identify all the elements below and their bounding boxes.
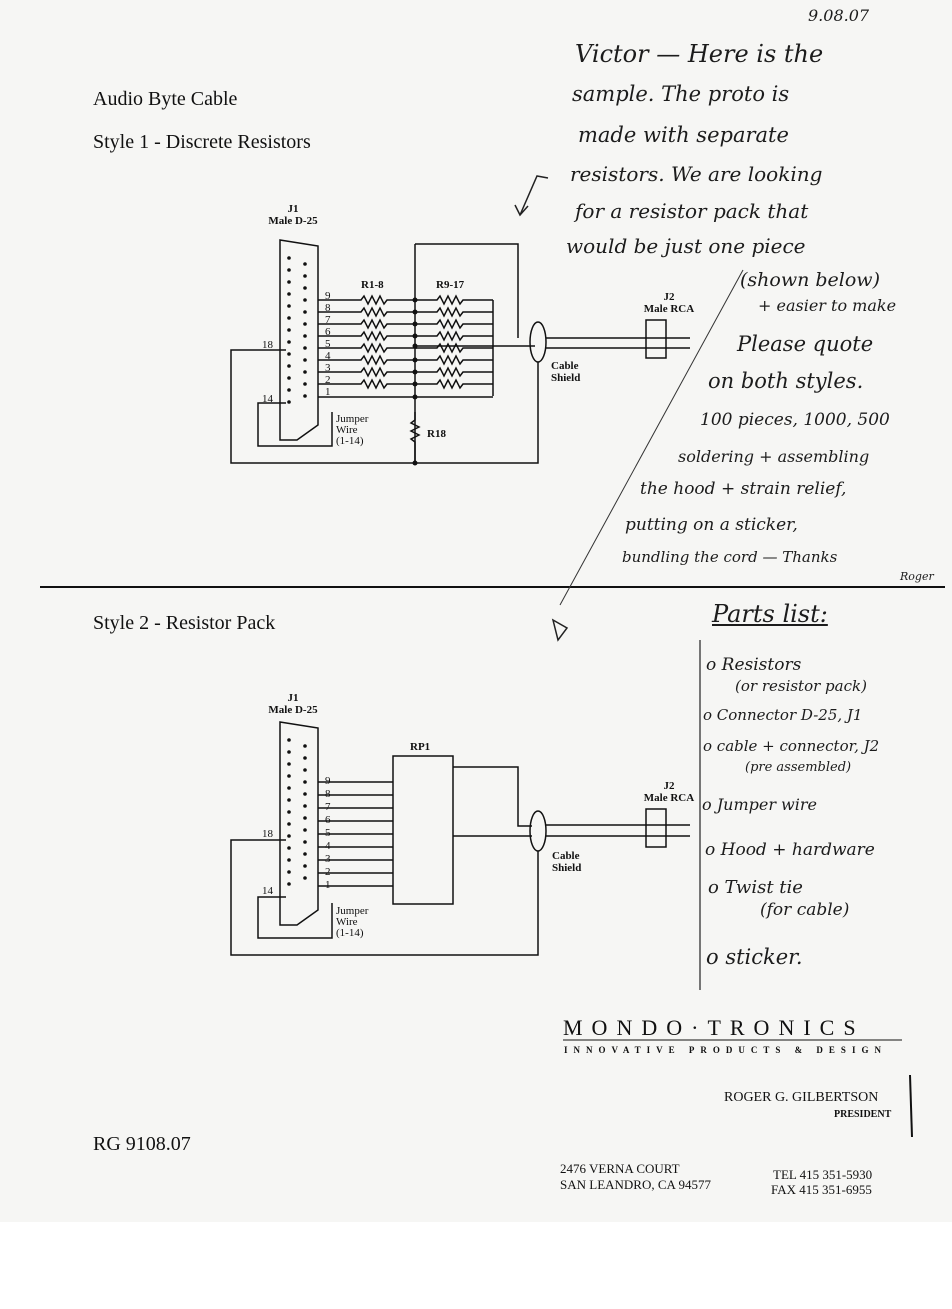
note-line: Please quote — [737, 332, 874, 356]
blank-margin — [0, 1222, 952, 1309]
rca-connector-2 — [645, 808, 667, 848]
resistor-bank-r9-17 — [415, 294, 493, 390]
parts-item: o Hood + hardware — [705, 840, 875, 860]
parts-list-title: Parts list: — [712, 600, 828, 628]
contact-name: ROGER G. GILBERTSON — [724, 1090, 879, 1105]
note-line: would be just one piece — [566, 234, 806, 258]
fax: FAX 415 351-6955 — [771, 1182, 872, 1197]
note-signature: Roger — [900, 570, 934, 583]
d25-connector-1 — [279, 239, 319, 441]
note-line: 100 pieces, 1000, 500 — [700, 410, 890, 430]
parts-item: (pre assembled) — [745, 760, 852, 775]
pin-14-label-2: 14 — [262, 885, 273, 897]
rca-connector-1 — [645, 319, 667, 359]
company-tagline: INNOVATIVE PRODUCTS & DESIGN — [564, 1045, 887, 1055]
note-line: made with separate — [578, 123, 789, 147]
parts-item: o Jumper wire — [702, 795, 817, 814]
note-line: (shown below) — [740, 269, 880, 291]
resistor-bank-r1-8 — [355, 294, 417, 390]
address-line-2: SAN LEANDRO, CA 94577 — [560, 1177, 711, 1192]
resistor-pack-rp1 — [392, 755, 454, 905]
note-line: Victor — Here is the — [575, 40, 824, 68]
parts-item: o Connector D-25, J1 — [703, 706, 863, 724]
parts-item: o cable + connector, J2 — [703, 737, 880, 755]
note-line: soldering + assembling — [678, 447, 870, 466]
document-page — [0, 0, 952, 1222]
d25-connector-2 — [279, 721, 319, 926]
address-line-1: 2476 VERNA COURT — [560, 1161, 680, 1176]
pin-14-label-1: 14 — [262, 393, 273, 405]
style1-heading: Style 1 - Discrete Resistors — [93, 131, 311, 153]
note-date: 9.08.07 — [808, 6, 870, 25]
doc-title: Audio Byte Cable — [93, 88, 238, 110]
phone: TEL 415 351-5930 — [773, 1167, 873, 1182]
company-logo: MONDO·TRONICS — [563, 1015, 865, 1040]
parts-item: o sticker. — [706, 945, 803, 969]
parts-item: o Resistors — [706, 655, 802, 675]
note-line: for a resistor pack that — [575, 199, 809, 223]
cable-shield-ellipse-1 — [529, 321, 547, 363]
rp1-label: RP1 — [410, 741, 431, 753]
note-line: putting on a sticker, — [625, 515, 798, 535]
style2-heading: Style 2 - Resistor Pack — [93, 612, 276, 634]
contact-role: PRESIDENT — [834, 1109, 892, 1120]
r1-8-label: R1-8 — [361, 279, 384, 291]
doc-reference: RG 9108.07 — [93, 1133, 191, 1155]
note-line: the hood + strain relief, — [640, 479, 847, 499]
note-line: + easier to make — [758, 296, 897, 315]
parts-item: (for cable) — [760, 900, 850, 920]
note-line: sample. The proto is — [572, 82, 790, 106]
r9-17-label: R9-17 — [436, 279, 465, 291]
pin-18-label-1: 18 — [262, 339, 273, 351]
note-line: bundling the cord — Thanks — [622, 548, 838, 566]
r18-label: R18 — [427, 428, 446, 440]
note-line: on both styles. — [708, 369, 864, 393]
cable-shield-ellipse-2 — [529, 810, 547, 852]
parts-item: (or resistor pack) — [735, 677, 867, 695]
resistor-r18 — [409, 412, 421, 463]
note-line: resistors. We are looking — [570, 162, 823, 186]
schematic-drawing — [40, 175, 945, 1138]
pin-18-label-2: 18 — [262, 828, 273, 840]
parts-item: o Twist tie — [708, 877, 803, 898]
